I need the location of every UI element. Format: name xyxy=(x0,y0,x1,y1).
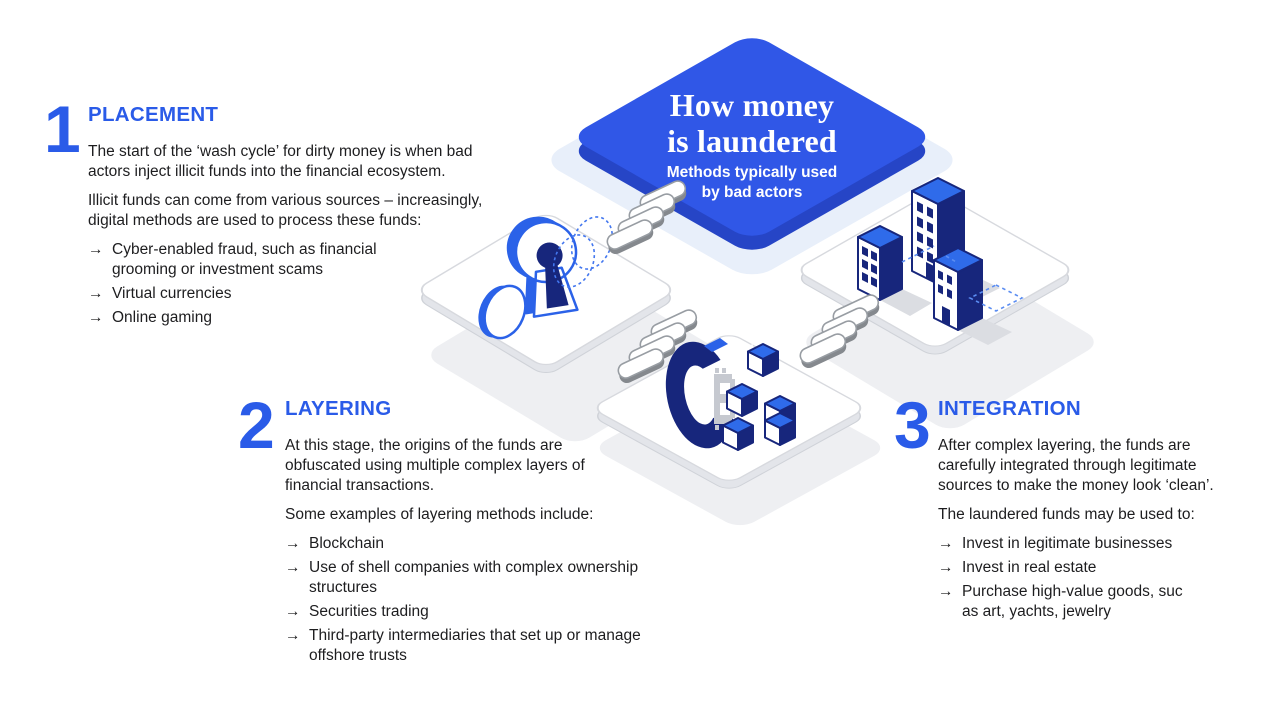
integration-bullet-list: →Invest in legitimate businesses →Invest… xyxy=(938,534,1273,622)
list-item: →Virtual currencies xyxy=(88,285,232,302)
buildings-icon xyxy=(857,177,1024,345)
layering-paragraph-2: Some examples of layering methods includ… xyxy=(285,506,594,523)
card-title-line2: is laundered xyxy=(667,123,837,159)
step-number-3: 3 xyxy=(894,388,931,462)
list-item: →Invest in real estate xyxy=(938,559,1097,576)
arrow-bullet-icon: → xyxy=(938,583,954,600)
section-title-integration: INTEGRATION xyxy=(938,397,1081,420)
integration-paragraph-1: After complex layering, the funds are ca… xyxy=(938,437,1214,494)
list-item: →Securities trading xyxy=(285,603,429,620)
list-item: →Invest in legitimate businesses xyxy=(938,535,1173,552)
arrow-bullet-icon: → xyxy=(938,535,954,552)
arrow-bullet-icon: → xyxy=(88,285,104,302)
placement-paragraph-1: The start of the ‘wash cycle’ for dirty … xyxy=(88,143,473,180)
list-item: →Use of shell companies with complex own… xyxy=(285,559,639,596)
arrow-bullet-icon: → xyxy=(88,241,104,258)
placement-paragraph-2: Illicit funds can come from various sour… xyxy=(88,192,483,229)
integration-paragraph-2: The laundered funds may be used to: xyxy=(938,506,1195,523)
arrow-bullet-icon: → xyxy=(285,559,301,576)
card-subtitle-line2: by bad actors xyxy=(702,184,803,201)
dashed-connections xyxy=(901,245,1024,312)
arrow-bullet-icon: → xyxy=(938,559,954,576)
card-title-line1: How money xyxy=(670,87,834,123)
layering-paragraph-1: At this stage, the origins of the funds … xyxy=(285,437,585,494)
list-item: →Third-party intermediaries that set up … xyxy=(285,627,641,664)
arrow-bullet-icon: → xyxy=(285,627,301,644)
placement-bullet-list: →Cyber-enabled fraud, such as financial … xyxy=(88,240,558,328)
list-item: →Blockchain xyxy=(285,535,384,552)
coin-icon xyxy=(478,284,527,340)
arrow-bullet-icon: → xyxy=(88,309,104,326)
step-number-2: 2 xyxy=(238,388,275,462)
list-item: →Online gaming xyxy=(88,309,212,326)
section-title-layering: LAYERING xyxy=(285,397,392,420)
list-item: →Purchase high-value goods, suc as art, … xyxy=(938,583,1183,620)
arrow-bullet-icon: → xyxy=(285,603,301,620)
arrow-bullet-icon: → xyxy=(285,535,301,552)
card-subtitle-line1: Methods typically used xyxy=(667,164,838,181)
section-title-placement: PLACEMENT xyxy=(88,103,219,126)
layering-bullet-list: →Blockchain →Use of shell companies with… xyxy=(285,534,725,666)
list-item: →Cyber-enabled fraud, such as financial … xyxy=(88,241,377,278)
step-number-1: 1 xyxy=(44,92,81,166)
